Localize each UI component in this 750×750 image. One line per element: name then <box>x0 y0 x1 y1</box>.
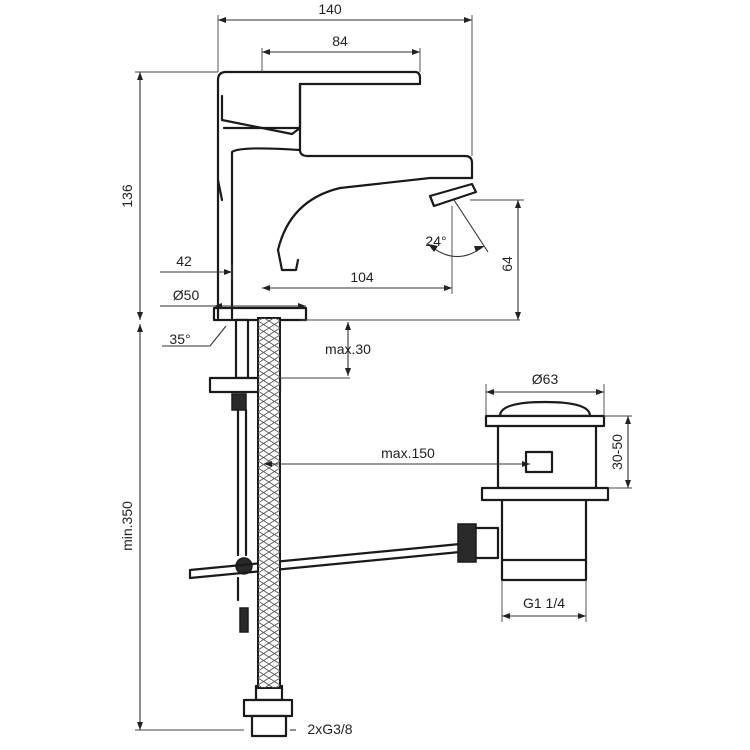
faucet-body <box>212 70 478 322</box>
dim-label-deck-thickness: max.30 <box>325 341 371 357</box>
dim-label-height-total: 136 <box>119 184 135 208</box>
dim-label-hole-angle: 35° <box>169 331 190 347</box>
braided-hose <box>257 317 281 689</box>
dim-label-handle-width: 84 <box>332 33 348 49</box>
dim-label-spout-height: 64 <box>499 256 515 272</box>
dim-label-base-offset: 42 <box>176 253 192 269</box>
dim-label-drain-range: 30-50 <box>609 434 625 470</box>
dimension-labels: 140 84 136 42 104 Ø50 35° max.30 24° 64 … <box>119 1 625 737</box>
dim-label-below-deck: min.350 <box>119 501 135 551</box>
dim-label-rod-distance: max.150 <box>381 445 435 461</box>
dim-label-drain-diameter: Ø63 <box>532 371 559 387</box>
drain-assembly <box>457 400 610 582</box>
dimension-lines <box>135 15 632 731</box>
mounting-assembly <box>188 318 462 738</box>
dim-label-width-total: 140 <box>318 1 342 17</box>
dim-label-spout-angle: 24° <box>425 233 446 249</box>
dim-label-drain-thread: G1 1/4 <box>523 595 565 611</box>
dim-label-hose-thread: 2xG3/8 <box>307 721 352 737</box>
dim-label-base-diameter: Ø50 <box>173 287 200 303</box>
dim-label-spout-reach: 104 <box>350 269 374 285</box>
